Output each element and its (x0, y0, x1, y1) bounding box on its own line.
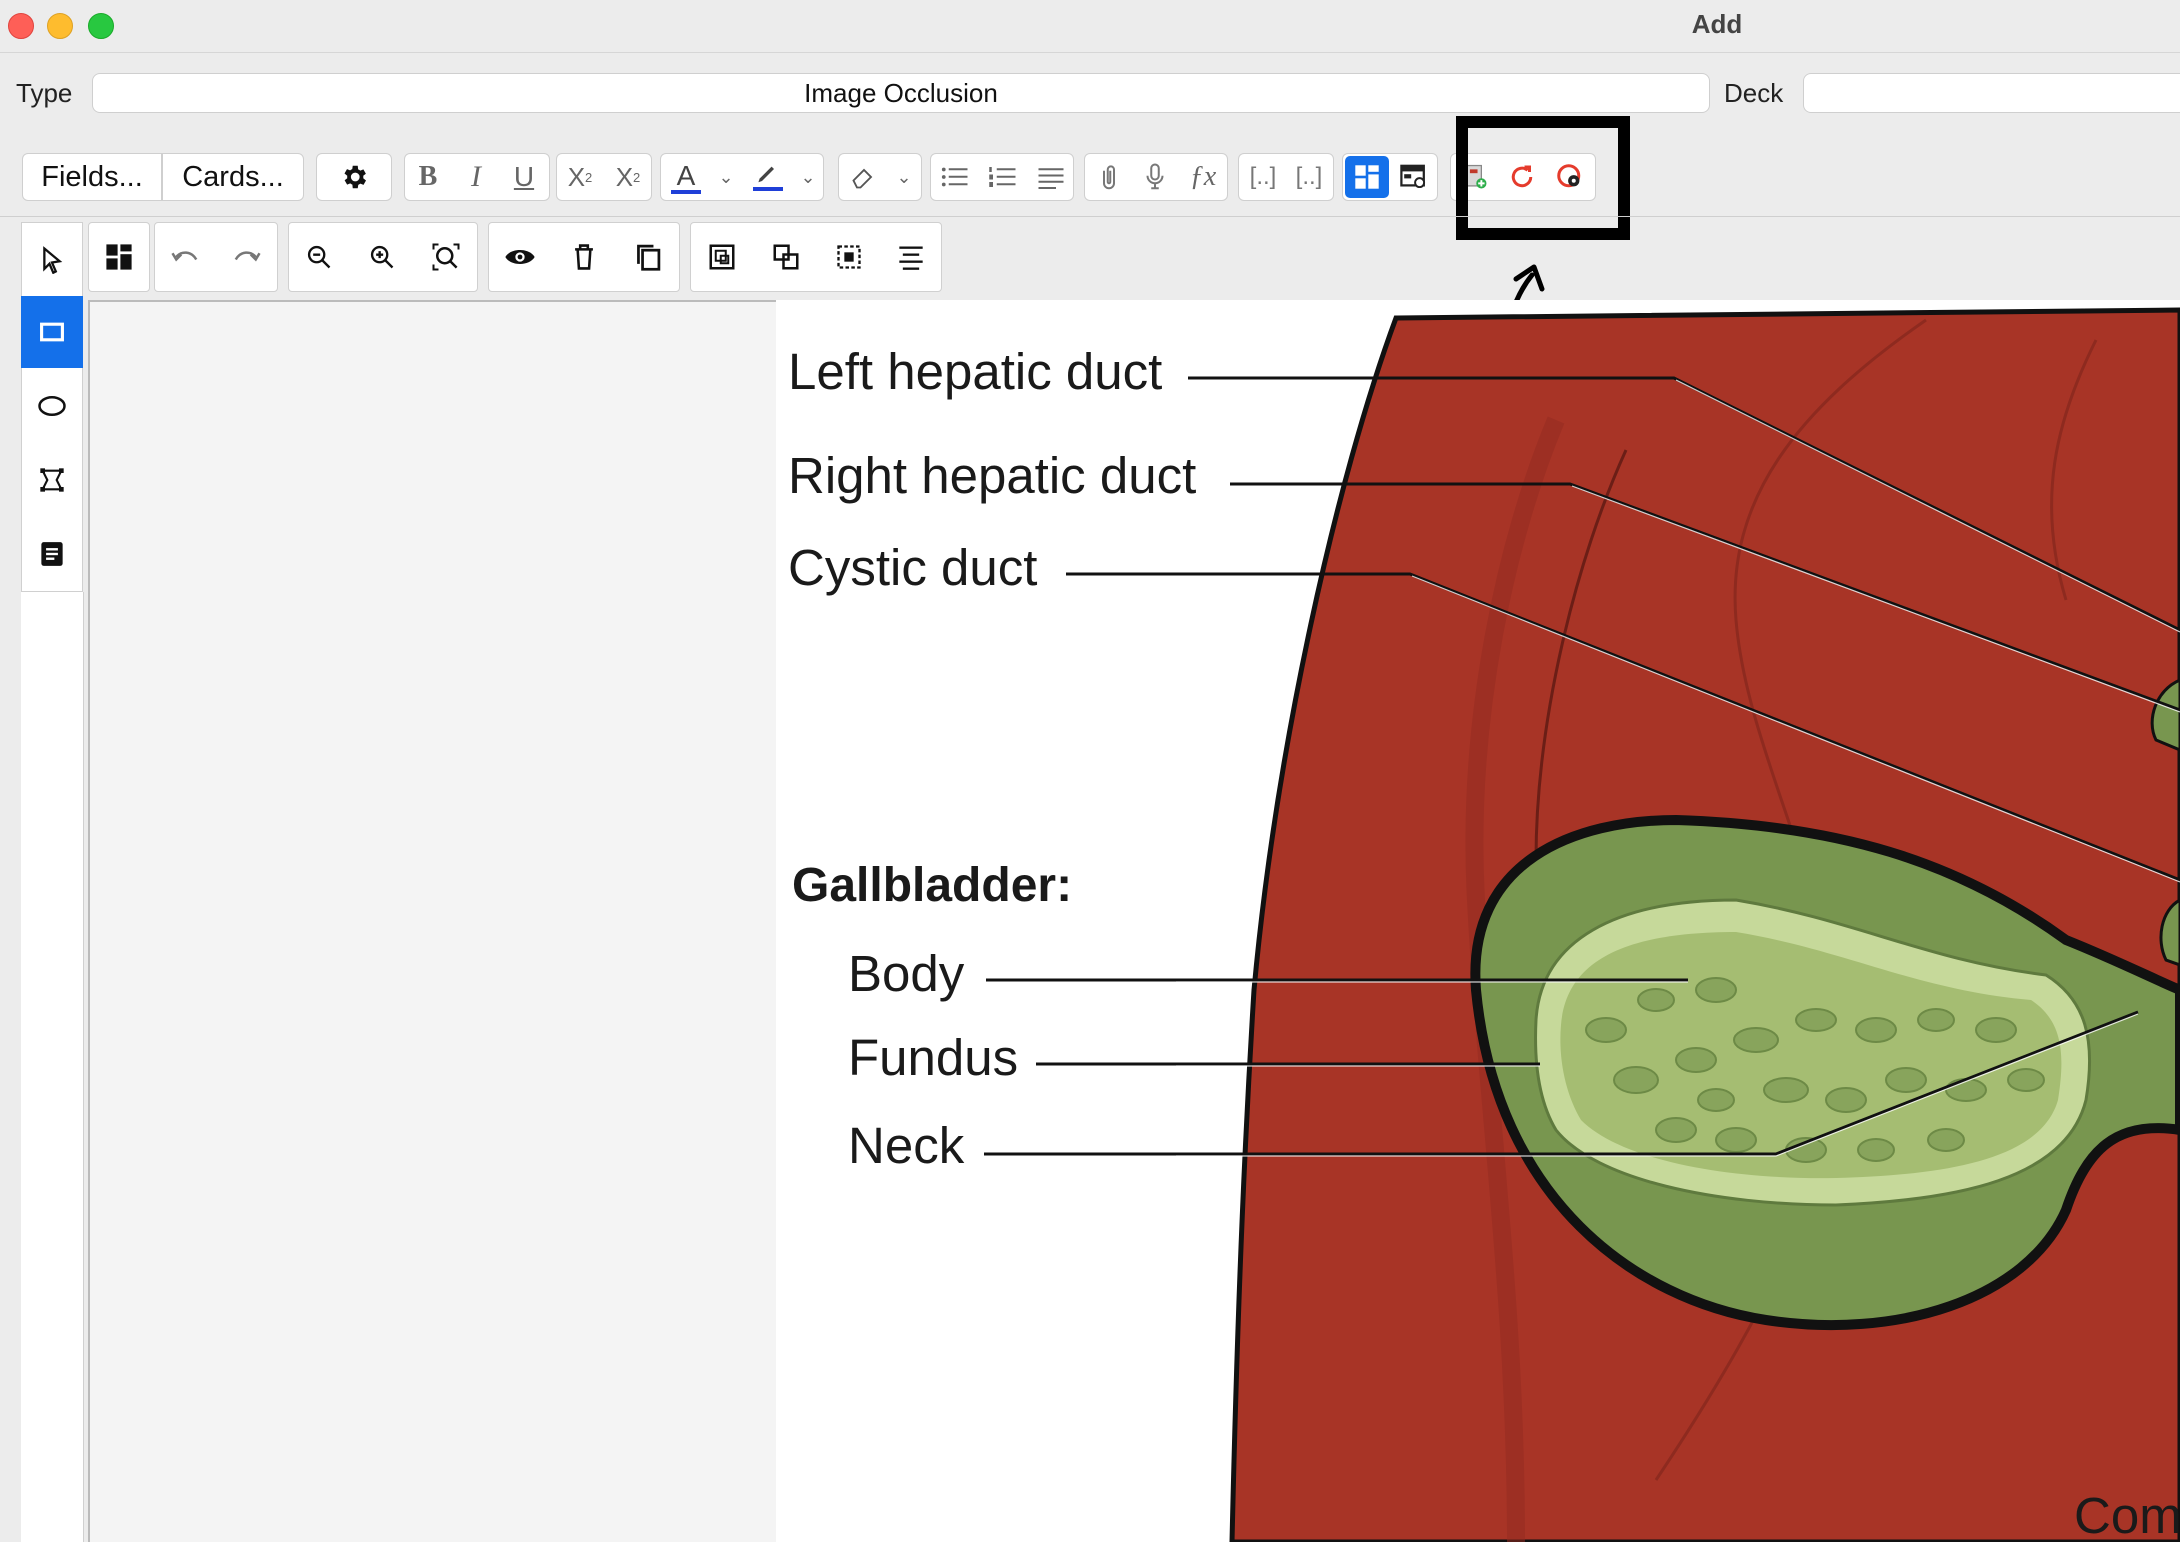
redo-icon[interactable] (216, 222, 278, 292)
zoom-window-button[interactable] (88, 13, 114, 39)
label-body: Body (848, 945, 965, 1002)
label-neck: Neck (848, 1117, 965, 1174)
sidebar-filler (21, 592, 84, 1542)
cloze-group (1238, 153, 1334, 201)
close-window-button[interactable] (8, 13, 34, 39)
attach-icon[interactable] (1086, 153, 1132, 201)
title-bar: Add (0, 0, 2180, 53)
rectangle-tool-icon[interactable] (21, 296, 83, 368)
zoom-group (288, 222, 478, 292)
chevron-down-icon[interactable]: ⌄ (800, 166, 816, 187)
gear-icon (344, 165, 366, 189)
underline-icon[interactable]: U (513, 161, 535, 192)
minimize-window-button[interactable] (47, 13, 73, 39)
undo-red-icon[interactable] (1498, 153, 1546, 201)
bold-icon[interactable]: B (418, 161, 438, 192)
align-icon[interactable] (1028, 153, 1074, 201)
eraser-group (838, 153, 922, 201)
notetype-selector[interactable]: Image Occlusion (92, 73, 1710, 113)
select-all-icon[interactable] (818, 222, 880, 292)
text-tool-icon[interactable] (21, 518, 83, 590)
zoom-in-icon[interactable] (350, 222, 414, 292)
fields-button[interactable]: Fields... (22, 153, 162, 201)
numbered-list-icon[interactable] (980, 153, 1026, 201)
delete-icon[interactable] (552, 222, 616, 292)
formula-icon[interactable]: ƒx (1189, 161, 1217, 192)
script-group (556, 153, 652, 201)
zoom-reset-icon[interactable] (414, 222, 478, 292)
zoom-out-icon[interactable] (288, 222, 350, 292)
undo-icon[interactable] (154, 222, 216, 292)
image-occlusion-mask-icon[interactable] (1345, 156, 1389, 198)
highlight-color-icon[interactable] (744, 153, 792, 201)
annotation-highlight-box (1456, 116, 1630, 240)
chevron-down-icon[interactable]: ⌄ (718, 166, 734, 187)
mask-toggle-icon[interactable] (88, 222, 150, 292)
text-color-icon[interactable]: A (662, 153, 710, 201)
image-occlusion-fields-icon[interactable] (1392, 153, 1436, 201)
group-icon[interactable] (690, 222, 754, 292)
italic-icon[interactable]: I (471, 160, 481, 193)
media-group (1084, 153, 1228, 201)
bullet-list-icon[interactable] (932, 153, 978, 201)
select-tool-icon[interactable] (21, 224, 83, 296)
cloze-icon[interactable]: [..] (1249, 163, 1277, 190)
label-cystic-duct: Cystic duct (788, 539, 1038, 596)
type-label: Type (16, 78, 73, 108)
settings-red-icon[interactable] (1546, 153, 1594, 201)
label-left-hepatic-duct: Left hepatic duct (788, 343, 1163, 400)
chevron-down-icon[interactable]: ⌄ (896, 166, 912, 187)
note-options-button[interactable] (316, 153, 392, 201)
cloze-same-icon[interactable]: [..] (1295, 163, 1323, 190)
cards-button[interactable]: Cards... (162, 153, 304, 201)
deck-label: Deck (1724, 78, 1784, 108)
polygon-tool-icon[interactable] (21, 444, 83, 516)
deck-selector[interactable] (1803, 73, 2180, 113)
window-title: Add (1691, 9, 1743, 39)
label-gallbladder-heading: Gallbladder: (792, 859, 1073, 912)
tool-sidebar (21, 222, 83, 592)
microphone-icon[interactable] (1132, 153, 1178, 201)
format-group (404, 153, 550, 201)
eraser-icon[interactable] (840, 153, 888, 201)
anatomy-image: Left hepatic duct Right hepatic duct Cys… (776, 300, 2180, 1542)
ellipse-tool-icon[interactable] (21, 370, 83, 442)
ungroup-icon[interactable] (754, 222, 818, 292)
label-partial-common: Com (2074, 1487, 2180, 1542)
align-center-icon[interactable] (880, 222, 942, 292)
mask-toggle-group (88, 222, 150, 292)
eye-icon[interactable] (488, 222, 552, 292)
toolbar-separator (0, 216, 2180, 217)
label-right-hepatic-duct: Right hepatic duct (788, 447, 1197, 504)
duplicate-icon[interactable] (616, 222, 680, 292)
new-image-icon[interactable] (1452, 153, 1498, 201)
label-fundus: Fundus (848, 1029, 1019, 1086)
